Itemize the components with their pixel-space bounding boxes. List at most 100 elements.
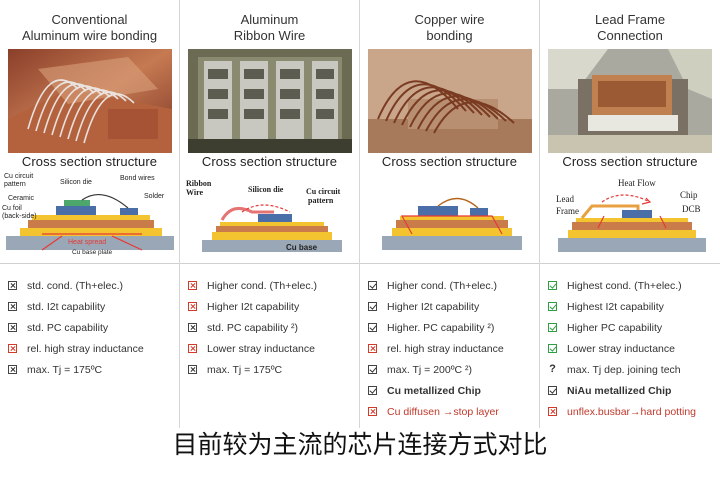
label-solder: Solder bbox=[144, 193, 165, 200]
title-line: Connection bbox=[597, 28, 663, 43]
divider bbox=[180, 263, 359, 264]
feature-row: ?max. Tj dep. joining tech bbox=[548, 359, 720, 380]
feature-text: max. Tj = 200ºC ²) bbox=[387, 363, 473, 376]
feature-text: Cu diffusen →stop layer bbox=[387, 405, 499, 418]
label-cu-base: Cu base bbox=[286, 243, 318, 252]
feature-text: Higher cond. (Th+elec.) bbox=[207, 279, 318, 292]
label-wire: Wire bbox=[186, 188, 203, 197]
label-frame: Frame bbox=[556, 206, 579, 216]
feature-text: Cu metallized Chip bbox=[387, 384, 481, 397]
aluminum-wire-cross-section: Cu circuit pattern Silicon die Bond wire… bbox=[2, 173, 174, 256]
check-box-icon bbox=[548, 302, 557, 311]
feature-row: std. PC capability ²) bbox=[188, 317, 359, 338]
check-box-icon bbox=[548, 344, 557, 353]
label-heat-flow: Heat Flow bbox=[618, 178, 656, 188]
label-cu-circuit: Cu circuit bbox=[4, 173, 33, 180]
cross-box-icon bbox=[188, 344, 197, 353]
feature-list: std. cond. (Th+elec.) std. I2t capability… bbox=[8, 275, 179, 380]
column-lead-frame: Lead Frame Connection Cross section stru… bbox=[540, 0, 720, 428]
cross-box-icon bbox=[368, 344, 377, 353]
label-dcb: DCB bbox=[682, 204, 701, 214]
feature-row: max. Tj = 200ºC ²) bbox=[368, 359, 539, 380]
copper-wire-cross-section bbox=[382, 197, 522, 250]
label-cu-circuit: Cu circuit bbox=[306, 187, 341, 196]
feature-text: NiAu metallized Chip bbox=[567, 384, 672, 397]
cross-box-icon bbox=[8, 281, 17, 290]
cross-section-label: Cross section structure bbox=[21, 154, 158, 169]
column-title: Conventional Aluminum wire bonding bbox=[0, 12, 179, 44]
label-silicon-die: Silicon die bbox=[248, 185, 284, 194]
feature-row: NiAu metallized Chip bbox=[548, 380, 720, 401]
copper-wire-photo bbox=[368, 49, 532, 153]
label-back-side: (back-side) bbox=[2, 213, 37, 220]
feature-text: rel. high stray inductance bbox=[27, 342, 144, 355]
aluminum-ribbon-photo bbox=[188, 49, 352, 153]
check-box-icon bbox=[368, 365, 377, 374]
cross-box-icon bbox=[8, 365, 17, 374]
feature-row: Cu metallized Chip bbox=[368, 380, 539, 401]
feature-text: unflex.busbar→hard potting bbox=[567, 405, 696, 418]
cross-box-icon bbox=[8, 302, 17, 311]
feature-row: Cu diffusen →stop layer bbox=[368, 401, 539, 422]
divider bbox=[360, 263, 539, 264]
feature-text: max. Tj = 175ºC bbox=[27, 363, 103, 376]
feature-row: Higher cond. (Th+elec.) bbox=[368, 275, 539, 296]
cross-box-icon bbox=[8, 323, 17, 332]
feature-row: Lower stray inductance bbox=[188, 338, 359, 359]
feature-row: std. I2t capability bbox=[8, 296, 179, 317]
feature-row: rel. high stray inductance bbox=[8, 338, 179, 359]
label-bond-wires: Bond wires bbox=[120, 175, 155, 182]
question-mark-icon: ? bbox=[549, 363, 556, 375]
feature-row: Higher I2t capability bbox=[188, 296, 359, 317]
check-box-icon bbox=[548, 323, 557, 332]
feature-list: Higher cond. (Th+elec.)Higher I2t capabi… bbox=[368, 275, 539, 422]
label-chip: Chip bbox=[680, 190, 698, 200]
lead-frame-photo bbox=[548, 49, 712, 153]
feature-text: Higher I2t capability bbox=[207, 300, 300, 313]
title-line: Conventional bbox=[51, 12, 128, 27]
feature-text: std. cond. (Th+elec.) bbox=[27, 279, 124, 292]
cross-box-icon bbox=[8, 344, 17, 353]
feature-text: std. PC capability ²) bbox=[207, 321, 299, 334]
label-ceramic: Ceramic bbox=[8, 195, 35, 202]
title-line: Ribbon Wire bbox=[233, 28, 306, 43]
feature-list: Higher cond. (Th+elec.) Higher I2t capabi… bbox=[188, 275, 359, 380]
feature-row: max. Tj = 175ºC bbox=[188, 359, 359, 380]
feature-row: unflex.busbar→hard potting bbox=[548, 401, 720, 422]
divider bbox=[540, 263, 720, 264]
feature-text: std. I2t capability bbox=[27, 300, 106, 313]
lead-frame-cross-section: Lead Frame Heat Flow Chip DCB bbox=[556, 178, 706, 252]
label-cu-base-plate: Cu base plate bbox=[72, 249, 112, 256]
column-title: Aluminum Ribbon Wire bbox=[180, 12, 359, 44]
feature-text: Higher cond. (Th+elec.) bbox=[387, 279, 498, 292]
feature-row: rel. high stray inductance bbox=[368, 338, 539, 359]
aluminum-wire-photo bbox=[8, 49, 172, 153]
feature-row: Highest I2t capability bbox=[548, 296, 720, 317]
check-box-icon bbox=[548, 281, 557, 290]
title-line: Lead Frame bbox=[594, 12, 666, 27]
column-aluminum-wire: Conventional Aluminum wire bonding Cross… bbox=[0, 0, 180, 428]
column-title: Copper wire bonding bbox=[360, 12, 539, 44]
title-line: Copper wire bbox=[414, 12, 485, 27]
cross-box-icon bbox=[548, 407, 557, 416]
cross-box-icon bbox=[368, 407, 377, 416]
feature-row: Higher. PC capability ²) bbox=[368, 317, 539, 338]
feature-row: std. PC capability bbox=[8, 317, 179, 338]
feature-text: rel. high stray inductance bbox=[387, 342, 504, 355]
caption-subtitle: 目前较为主流的芯片连接方式对比 bbox=[172, 430, 548, 459]
feature-text: Lower stray inductance bbox=[207, 342, 315, 355]
cross-box-icon bbox=[188, 323, 197, 332]
column-title: Lead Frame Connection bbox=[540, 12, 720, 44]
column-aluminum-ribbon: Aluminum Ribbon Wire Cross section struc… bbox=[180, 0, 360, 428]
label-pattern: pattern bbox=[308, 196, 334, 205]
column-copper-wire: Copper wire bonding Cross section struct… bbox=[360, 0, 540, 428]
label-lead: Lead bbox=[556, 194, 574, 204]
feature-text: Lower stray inductance bbox=[567, 342, 675, 355]
check-box-icon bbox=[368, 386, 377, 395]
feature-row: Lower stray inductance bbox=[548, 338, 720, 359]
cross-section-label: Cross section structure bbox=[381, 154, 518, 169]
feature-row: Higher cond. (Th+elec.) bbox=[188, 275, 359, 296]
comparison-grid: Conventional Aluminum wire bonding Cross… bbox=[0, 0, 720, 428]
cross-box-icon bbox=[188, 281, 197, 290]
feature-row: std. cond. (Th+elec.) bbox=[8, 275, 179, 296]
